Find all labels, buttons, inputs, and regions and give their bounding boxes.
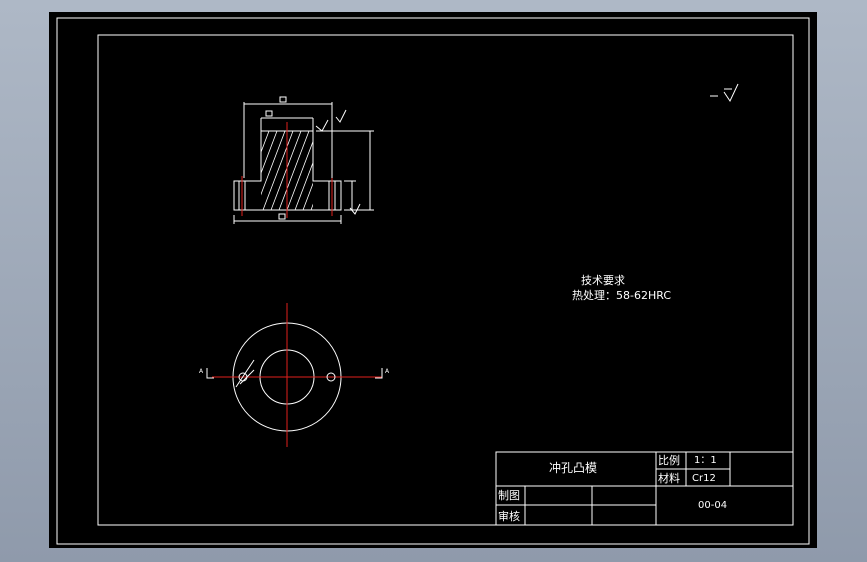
drawn-label: 制图 <box>498 489 520 502</box>
general-roughness-symbol <box>710 83 739 103</box>
notes-line1: 热处理：58-62HRC <box>572 289 671 302</box>
hatch-area <box>261 131 313 210</box>
roughness-icon <box>335 109 347 123</box>
scale-value: 1：1 <box>694 455 717 466</box>
drawing-number: 00-04 <box>698 500 727 511</box>
scale-label: 比例 <box>658 453 680 467</box>
section-cut-right <box>375 368 383 379</box>
notes-heading: 技术要求 <box>581 274 625 287</box>
section-label-right: A <box>385 368 390 375</box>
section-cut-left <box>206 368 214 379</box>
outer-border <box>56 17 810 545</box>
checked-label: 审核 <box>498 509 520 523</box>
part-name: 冲孔凸模 <box>549 460 597 475</box>
material-label: 材料 <box>658 471 680 485</box>
section-label-left: A <box>199 368 204 375</box>
title-block: 冲孔凸模 比例 1：1 材料 Cr12 00-04 制图 审核 <box>495 451 794 526</box>
roughness-icon <box>349 203 361 215</box>
material-value: Cr12 <box>692 473 716 484</box>
inner-border <box>97 34 794 526</box>
section-view <box>233 96 374 224</box>
drawing-sheet <box>49 12 817 548</box>
roughness-icon <box>315 119 329 132</box>
mount-hole-right <box>326 372 336 382</box>
top-view: A A <box>199 303 390 447</box>
